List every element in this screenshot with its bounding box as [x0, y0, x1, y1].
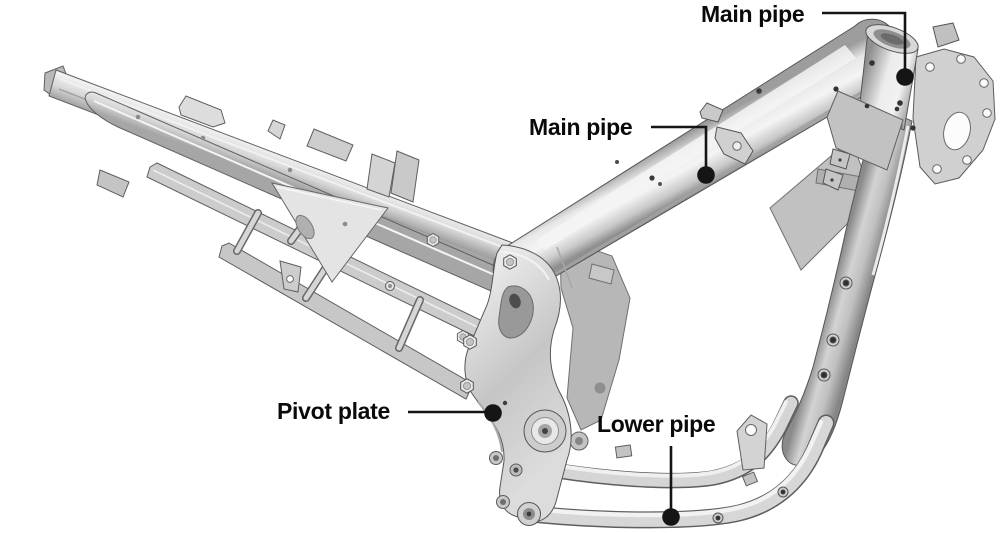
anchor-dot-lower-pipe	[662, 508, 680, 526]
lower-mount-boss	[517, 502, 541, 526]
anchor-dot-main-pipe-top	[896, 68, 914, 86]
bracket-plate-holes	[925, 54, 992, 174]
anchor-dot-main-pipe-mid	[697, 166, 715, 184]
main-pipe-weld-seam	[556, 246, 573, 289]
swingarm-pivot-boss	[523, 409, 567, 453]
anchor-dot-pivot-plate	[484, 404, 502, 422]
subframe-gusset-3	[390, 150, 420, 203]
lower-pipes	[522, 395, 835, 529]
leader-main-pipe-top	[822, 11, 907, 77]
label-main-pipe-top: Main pipe	[701, 1, 805, 27]
bracket-plate-big-hole	[943, 111, 971, 151]
label-main-pipe-mid: Main pipe	[529, 114, 633, 140]
leader-main-pipe-mid	[651, 125, 708, 175]
head-rear-tab	[932, 22, 960, 48]
far-pivot-plate	[559, 237, 631, 431]
subframe-gusset-2	[366, 153, 396, 198]
head-gusset-holes	[833, 60, 916, 131]
far-plate-hole	[594, 382, 606, 394]
head-gusset	[826, 90, 904, 171]
main-pipe-top-bracket	[699, 102, 724, 123]
engine-mount-bracket	[736, 414, 768, 471]
subframe-braces	[233, 209, 424, 352]
far-side-structure	[559, 138, 874, 451]
subframe-gusset-1	[306, 128, 354, 162]
subframe-tab-left	[96, 169, 130, 198]
seat-mount-bracket	[178, 95, 226, 128]
callout-leaders	[408, 11, 914, 526]
gusset-plate-slot	[295, 214, 315, 240]
pivot-plate	[460, 244, 572, 526]
label-pivot-plate: Pivot plate	[277, 398, 391, 424]
mount-boss-cluster	[489, 451, 523, 509]
far-bracket	[588, 263, 615, 285]
pipe-clip-2	[741, 471, 759, 487]
lower-pipe-near	[522, 414, 835, 529]
label-lower-pipe: Lower pipe	[597, 411, 716, 437]
down-tube	[781, 105, 913, 466]
pipe-clip-1	[614, 444, 633, 459]
subframe-upright-tab	[267, 119, 286, 140]
pivot-plate-cutout	[498, 285, 534, 339]
rear-subframe	[43, 65, 519, 400]
head-bracket-plate	[912, 48, 996, 185]
